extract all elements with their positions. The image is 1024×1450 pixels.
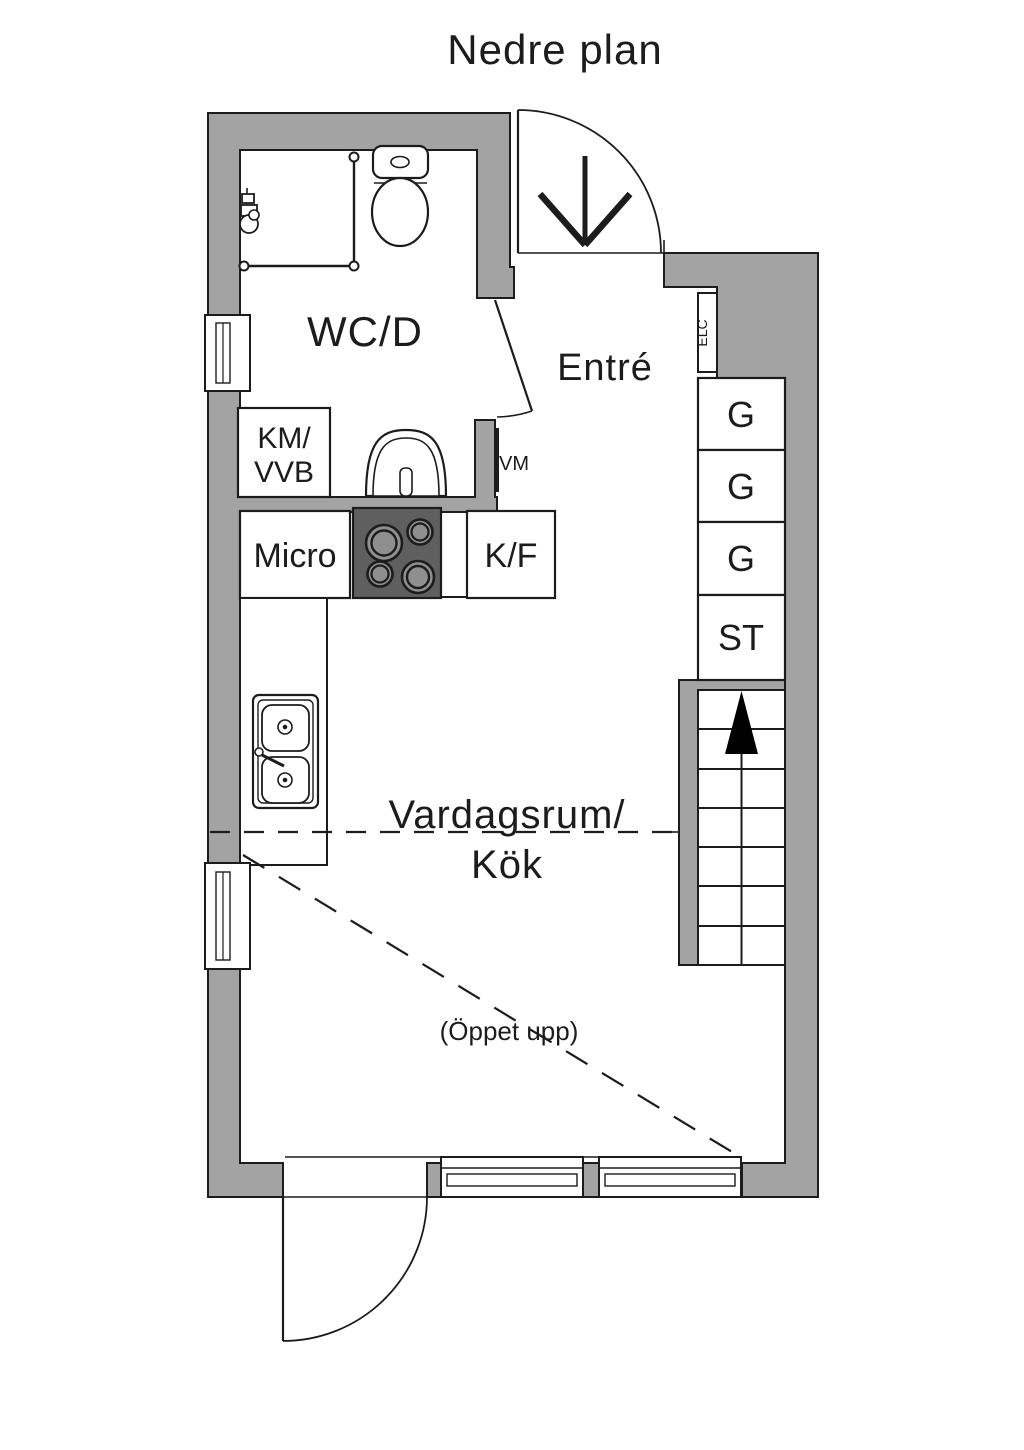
kf-box: [465, 509, 557, 600]
room-label-entry: Entré: [557, 347, 653, 389]
washer-label: VM: [499, 453, 529, 475]
room-label-open-above: (Öppet upp): [440, 1016, 579, 1046]
closets: [696, 376, 787, 682]
dashed-open-above: [242, 854, 743, 1159]
closet-g3-label: G: [727, 538, 755, 579]
window-bottom-1: [440, 1156, 584, 1198]
entry-arrow-icon: [537, 156, 633, 248]
room-label-wc: WC/D: [307, 308, 423, 355]
closet-g2: [696, 448, 787, 524]
km-vvb-box: [236, 406, 332, 499]
closet-g2-label: G: [727, 466, 755, 507]
room-label-living-1: Vardagsrum/: [388, 793, 625, 837]
shower-icon: [238, 151, 360, 272]
shower-mixer-icon: [239, 188, 260, 234]
stairs-up-arrow-icon: [725, 691, 758, 754]
windows: [204, 314, 742, 1198]
wc-door-arc: [496, 410, 533, 418]
closet-g1-label: G: [727, 394, 755, 435]
km-vvb-label-1: KM/: [257, 422, 311, 455]
stove-icon: [351, 506, 443, 600]
elc-label: ELC: [694, 319, 710, 346]
washbasin-icon: [364, 428, 448, 498]
wall-left-top: [207, 112, 515, 1198]
wall-pier-1: [426, 1162, 442, 1198]
closet-g1: [696, 376, 787, 452]
wc-door: [493, 299, 534, 418]
page-title: Nedre plan: [447, 26, 662, 73]
terrace-door: [281, 1196, 428, 1342]
kf-label: K/F: [485, 537, 538, 575]
elc-box: [697, 292, 718, 373]
closet-g3: [696, 520, 787, 597]
entry-door: [516, 109, 662, 254]
closet-st-label: ST: [718, 617, 764, 658]
dashed-lines: [210, 830, 743, 1159]
sink-icon: [251, 693, 320, 810]
washer-icon: [494, 428, 499, 492]
wall-right: [663, 252, 819, 1198]
entry-door-arc: [517, 109, 662, 254]
window-left-lower: [204, 862, 251, 970]
wall-pier-2: [582, 1162, 600, 1198]
room-label-living-2: Kök: [471, 843, 543, 887]
window-left-upper: [204, 314, 251, 392]
micro-label: Micro: [253, 537, 336, 575]
window-bottom-2: [598, 1156, 742, 1198]
terrace-door-arc: [282, 1196, 428, 1342]
micro-box: [238, 509, 352, 600]
km-vvb-label-2: VVB: [254, 456, 314, 489]
closet-st: [696, 593, 787, 682]
toilet-icon: [370, 144, 430, 248]
wc-door-leaf: [493, 299, 534, 412]
